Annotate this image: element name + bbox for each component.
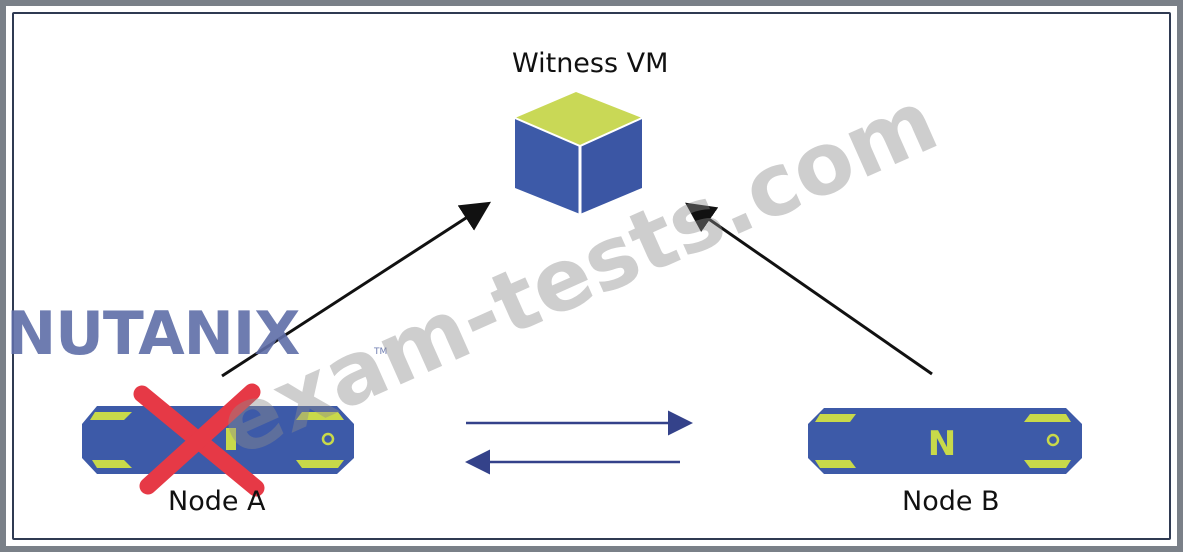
node-a-server-icon [82,406,354,474]
node-a-label: Node A [168,486,266,517]
logo-text: NUTANIX [6,299,300,369]
arrow-node-b-to-witness [685,202,933,376]
node-b-server-icon: N [808,408,1082,474]
logo-tm: TM [373,347,387,357]
witness-vm-cube-icon [514,92,643,214]
witness-vm-label: Witness VM [512,48,669,79]
nutanix-logo: NUTANIX TM [6,299,387,369]
node-b-badge: N [928,424,956,464]
arrow-node-a-to-witness [221,201,492,378]
diagram-border [12,12,1171,540]
failure-cross-icon [133,383,265,497]
node-b-label: Node B [902,486,1000,517]
